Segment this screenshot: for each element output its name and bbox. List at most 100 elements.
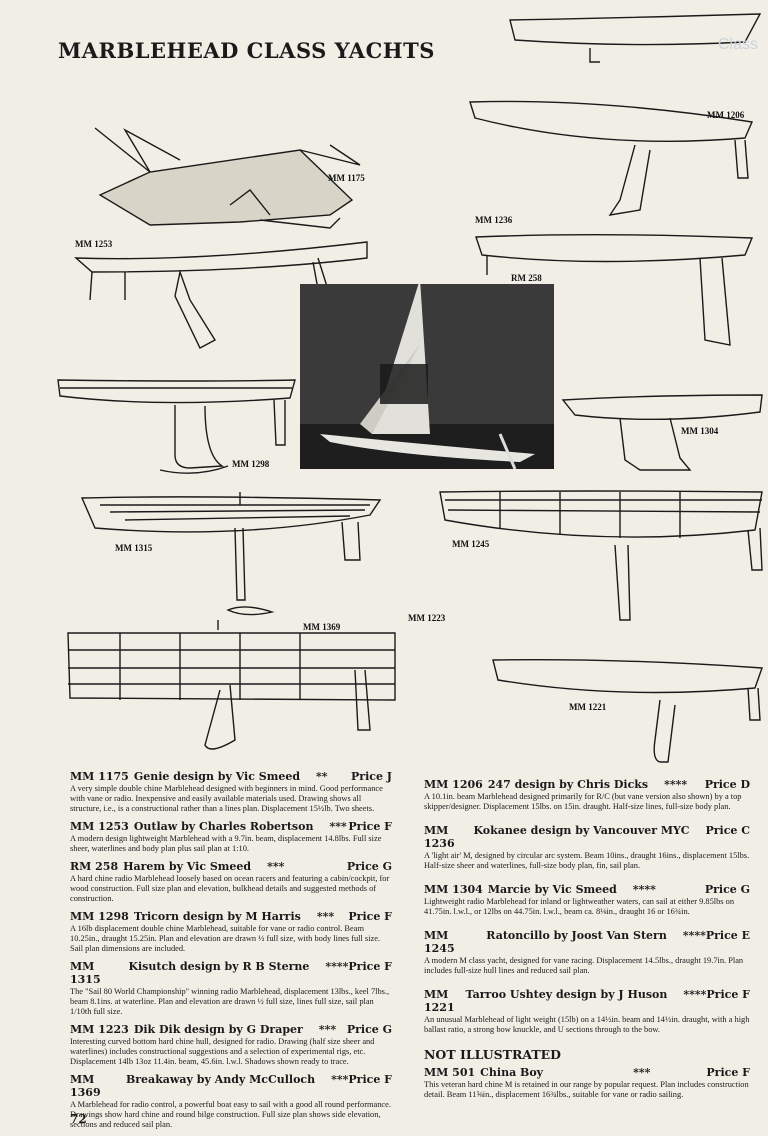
catalog-entry-mm1315: MM 1315 Kisutch design by R B Sterne ***…: [70, 960, 392, 1017]
rm258-drawing: [475, 234, 754, 346]
mm1369-drawing: [67, 632, 396, 750]
entry-description: This veteran hard chine M is retained in…: [424, 1080, 749, 1099]
label-mm1245: MM 1245: [452, 539, 490, 549]
page-title: MARBLEHEAD CLASS YACHTS: [58, 38, 435, 63]
page-number: 72: [70, 1112, 87, 1126]
entry-heading: MM 1304 Marcie by Vic Smeed **** Price G: [424, 883, 750, 896]
entry-code: MM 1221: [424, 988, 455, 1014]
price-band: Price J: [351, 770, 392, 783]
rating-stars: ***: [267, 860, 285, 873]
label-mm1236: MM 1236: [475, 215, 513, 225]
catalog-entry-mm1221: MM 1221 Tarroo Ushtey design by J Huson …: [424, 988, 750, 1035]
entry-title: Marcie by Vic Smeed: [487, 883, 617, 896]
entry-heading: MM 1298 Tricorn design by M Harris *** P…: [70, 910, 392, 923]
entry-description: A 'light air' M, designed by circular ar…: [424, 851, 750, 870]
entry-code: MM 1236: [424, 824, 455, 850]
rating-stars: ***: [318, 1023, 337, 1036]
catalog-entry-mm1304: MM 1304 Marcie by Vic Smeed **** Price G…: [424, 883, 750, 917]
entry-description: A modern M class yacht, designed for van…: [424, 956, 744, 975]
entry-code: MM 1304: [424, 883, 483, 896]
entry-description: An unusual Marblehead of light weight (1…: [424, 1015, 750, 1034]
entry-title: Kokanee design by Vancouver MYC: [473, 824, 690, 837]
label-mm1221: MM 1221: [569, 702, 607, 712]
mm1206-drawing: [469, 100, 754, 216]
rating-stars: ****: [325, 960, 349, 973]
entry-title: 247 design by Chris Dicks: [487, 778, 649, 791]
entry-description: A hard chine radio Marblehead loosely ba…: [70, 874, 390, 903]
entry-description: A 10.1in. beam Marblehead designed prima…: [424, 792, 742, 811]
entry-heading: MM 1369 Breakaway by Andy McCulloch *** …: [70, 1073, 392, 1099]
mm1304-drawing: [561, 394, 763, 471]
entry-description: A modern design lightweight Marblehead w…: [70, 834, 382, 853]
entry-heading: MM 501 China Boy *** Price F: [424, 1066, 750, 1079]
entry-code: MM 1369: [70, 1073, 101, 1099]
entry-code: MM 1245: [424, 929, 455, 955]
label-mm1253: MM 1253: [75, 239, 113, 249]
entry-description: The "Sail 80 World Championship" winning…: [70, 987, 390, 1016]
price-band: Price E: [705, 929, 750, 942]
rating-stars: ****: [632, 883, 656, 896]
entries-left-column: MM 1175 Genie design by Vic Smeed ** Pri…: [70, 770, 392, 1136]
label-mm1315: MM 1315: [115, 543, 153, 553]
catalog-entry-mm1236: MM 1236 Kokanee design by Vancouver MYC …: [424, 824, 750, 871]
label-mm1175: MM 1175: [328, 173, 365, 183]
entry-description: Interesting curved bottom hard chine hul…: [70, 1037, 375, 1066]
rating-stars: ****: [682, 929, 706, 942]
entry-title: Harem by Vic Smeed: [123, 860, 252, 873]
entry-code: MM 1206: [424, 778, 483, 791]
entry-code: MM 1175: [70, 770, 129, 783]
entry-heading: MM 1236 Kokanee design by Vancouver MYC …: [424, 824, 750, 850]
yacht-drawings: MM 1175 MM 1253 MM 1298 MM 1315 MM 1369 …: [57, 13, 763, 763]
entry-title: Breakaway by Andy McCulloch: [125, 1073, 316, 1086]
price-band: Price F: [348, 960, 392, 973]
entry-title: Kisutch design by R B Sterne: [128, 960, 310, 973]
price-band: Price G: [704, 883, 750, 896]
entry-title: Dik Dik design by G Draper: [133, 1023, 303, 1036]
entry-code: MM 1253: [70, 820, 129, 833]
catalog-entry-mm501: MM 501 China Boy *** Price F This vetera…: [424, 1066, 750, 1100]
entry-code: MM 501: [424, 1066, 476, 1079]
price-band: Price G: [346, 1023, 392, 1036]
entry-description: Lightweight radio Marblehead for inland …: [424, 897, 735, 916]
label-mm1298: MM 1298: [232, 459, 270, 469]
entry-code: MM 1223: [70, 1023, 129, 1036]
entry-heading: MM 1245 Ratoncillo by Joost Van Stern **…: [424, 929, 750, 955]
catalog-entry-mm1223: MM 1223 Dik Dik design by G Draper *** P…: [70, 1023, 392, 1067]
rating-stars: ***: [316, 910, 335, 923]
entry-title: Ratoncillo by Joost Van Stern: [486, 929, 667, 942]
label-rm258: RM 258: [511, 273, 542, 283]
mm1245-drawing: [439, 490, 763, 621]
mm1221-drawing: [492, 658, 763, 763]
entry-code: MM 1315: [70, 960, 101, 986]
entry-heading: MM 1221 Tarroo Ushtey design by J Huson …: [424, 988, 750, 1014]
entry-code: RM 258: [70, 860, 119, 873]
entry-description: A 16lb displacement double chine Marbleh…: [70, 924, 381, 953]
price-band: Price D: [704, 778, 750, 791]
catalog-entry-mm1369: MM 1369 Breakaway by Andy McCulloch *** …: [70, 1073, 392, 1130]
entry-title: Genie design by Vic Smeed: [133, 770, 301, 783]
catalog-entry-mm1175: MM 1175 Genie design by Vic Smeed ** Pri…: [70, 770, 392, 814]
price-band: Price F: [348, 1073, 392, 1086]
entry-heading: MM 1206 247 design by Chris Dicks **** P…: [424, 778, 750, 791]
label-mm1206: MM 1206: [707, 110, 745, 120]
rating-stars: ***: [331, 1073, 349, 1086]
not-illustrated-heading: NOT ILLUSTRATED: [424, 1047, 562, 1062]
sailing-yacht-photo: [300, 284, 554, 469]
label-mm1369: MM 1369: [303, 622, 341, 632]
label-mm1304: MM 1304: [681, 426, 719, 436]
entry-title: Tricorn design by M Harris: [133, 910, 301, 923]
entry-code: MM 1298: [70, 910, 129, 923]
entry-description: A very simple double chine Marblehead de…: [70, 784, 383, 813]
price-band: Price F: [706, 1066, 750, 1079]
catalog-entry-mm1253: MM 1253 Outlaw by Charles Robertson *** …: [70, 820, 392, 854]
entry-title: Outlaw by Charles Robertson: [133, 820, 314, 833]
entry-description: A Marblehead for radio control, a powerf…: [70, 1100, 391, 1129]
price-band: Price F: [348, 910, 392, 923]
entry-heading: MM 1315 Kisutch design by R B Sterne ***…: [70, 960, 392, 986]
sail-graphic: [300, 284, 554, 469]
mm1315-drawing: [80, 492, 382, 630]
show-through-text: Class: [718, 36, 759, 53]
rating-stars: ***: [633, 1066, 651, 1079]
entry-heading: MM 1223 Dik Dik design by G Draper *** P…: [70, 1023, 392, 1036]
rating-stars: ****: [683, 988, 707, 1001]
